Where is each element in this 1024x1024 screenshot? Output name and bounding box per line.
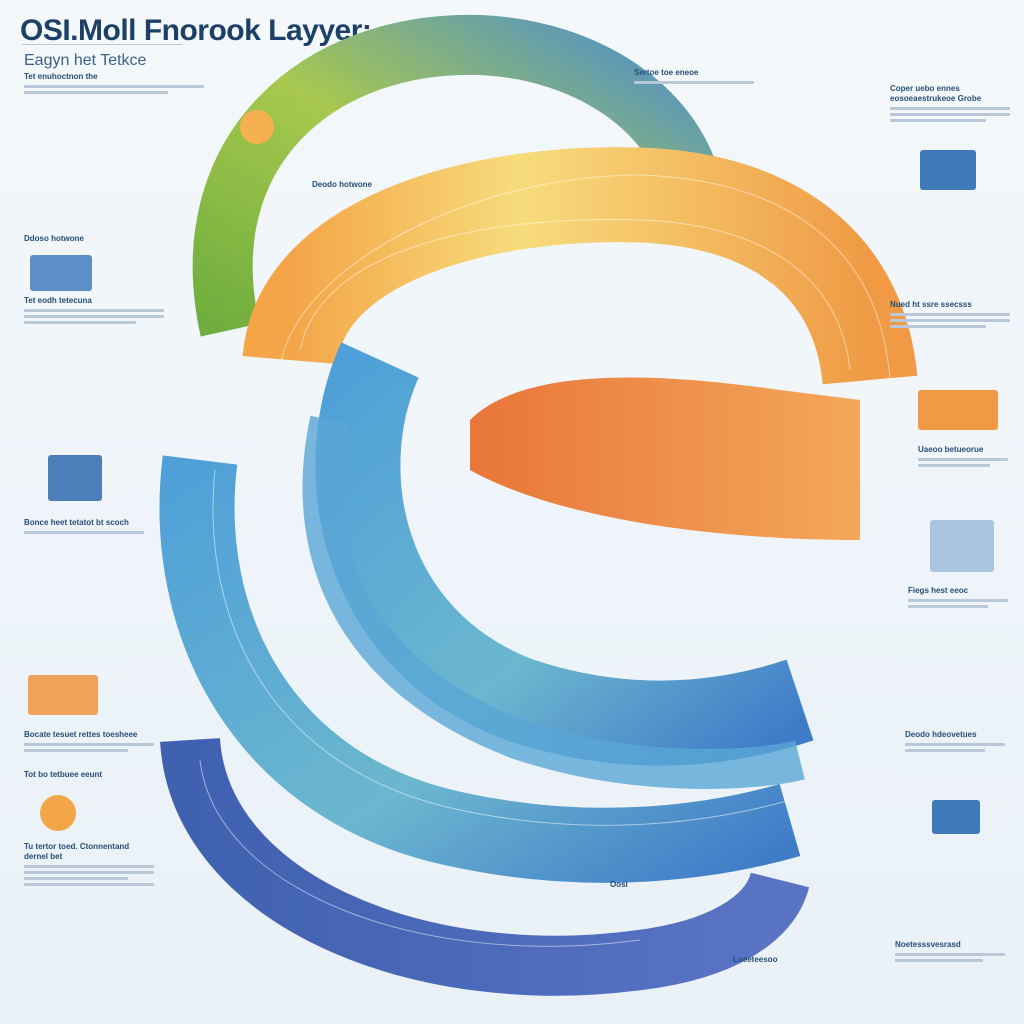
block-heading: Sertoe toe eneoe	[634, 68, 699, 77]
block-heading: Tu tertor toed. Ctonnentand dernel bet	[24, 842, 130, 861]
left-text-block: Bonce heet tetatot bt scoch	[24, 518, 144, 537]
building-illustration	[30, 255, 92, 291]
left-text-block: Ddoso hotwone	[24, 234, 144, 247]
building-illustration	[932, 800, 980, 834]
right-text-block: Coper uebo ennes eosoeaestrukeoe Grobe	[890, 84, 1010, 125]
navy-band-bottom	[160, 736, 810, 996]
building-illustration	[920, 150, 976, 190]
blue-band-inner	[315, 342, 814, 766]
block-heading: Nued ht ssre ssecsss	[890, 300, 972, 309]
orange-band	[470, 377, 860, 540]
center-label: Oosi	[610, 880, 650, 893]
block-heading: Bocate tesuet rettes toesheee	[24, 730, 138, 739]
left-text-block: Tet eodh tetecuna	[24, 296, 164, 327]
blue-band-middle	[302, 415, 805, 789]
blue-band-outer	[159, 455, 801, 883]
band-lanes	[199, 174, 891, 947]
right-text-block: Noetesssvesrasd	[895, 940, 1005, 965]
block-heading: Noetesssvesrasd	[895, 940, 961, 949]
page-title: OSI.Moll Fnorook Layyer:	[20, 14, 372, 47]
block-heading: Fiegs hest eeoc	[908, 586, 969, 595]
label-text: Deodo hotwone	[312, 180, 372, 189]
block-heading: Coper uebo ennes eosoeaestrukeoe Grobe	[890, 84, 982, 103]
tree-illustration	[40, 795, 76, 831]
block-heading: Tet enuhoctnon the	[24, 72, 98, 81]
block-heading: Ddoso hotwone	[24, 234, 84, 243]
left-text-block: Bocate tesuet rettes toesheee	[24, 730, 154, 755]
label-text: Loeeteesoo	[733, 955, 778, 964]
title-divider	[22, 44, 182, 45]
center-label: Deodo hotwone	[312, 180, 372, 193]
block-heading: Tet eodh tetecuna	[24, 296, 92, 305]
left-text-block: Tot bo tetbuee eeunt	[24, 770, 144, 783]
building-illustration	[28, 675, 98, 715]
page-subtitle: Eagyn het Tetkce	[24, 52, 147, 69]
building-illustration	[930, 520, 994, 572]
label-text: Oosi	[610, 880, 628, 889]
building-illustration	[918, 390, 998, 430]
building-illustration	[48, 455, 102, 501]
yellow-dome-band	[242, 147, 918, 386]
left-text-block: Tet enuhoctnon the	[24, 72, 204, 97]
left-text-block: Tu tertor toed. Ctonnentand dernel bet	[24, 842, 154, 889]
right-text-block: Deodo hdeovetues	[905, 730, 1005, 755]
tree-illustration	[240, 110, 274, 144]
right-text-block: Sertoe toe eneoe	[634, 68, 754, 87]
right-text-block: Uaeoo betueorue	[918, 445, 1008, 470]
center-label: Loeeteesoo	[733, 955, 803, 968]
block-heading: Tot bo tetbuee eeunt	[24, 770, 103, 779]
right-text-block: Fiegs hest eeoc	[908, 586, 1008, 611]
right-text-block: Nued ht ssre ssecsss	[890, 300, 1010, 331]
block-heading: Uaeoo betueorue	[918, 445, 984, 454]
green-arc-band	[192, 14, 719, 337]
block-heading: Bonce heet tetatot bt scoch	[24, 518, 129, 527]
block-heading: Deodo hdeovetues	[905, 730, 977, 739]
